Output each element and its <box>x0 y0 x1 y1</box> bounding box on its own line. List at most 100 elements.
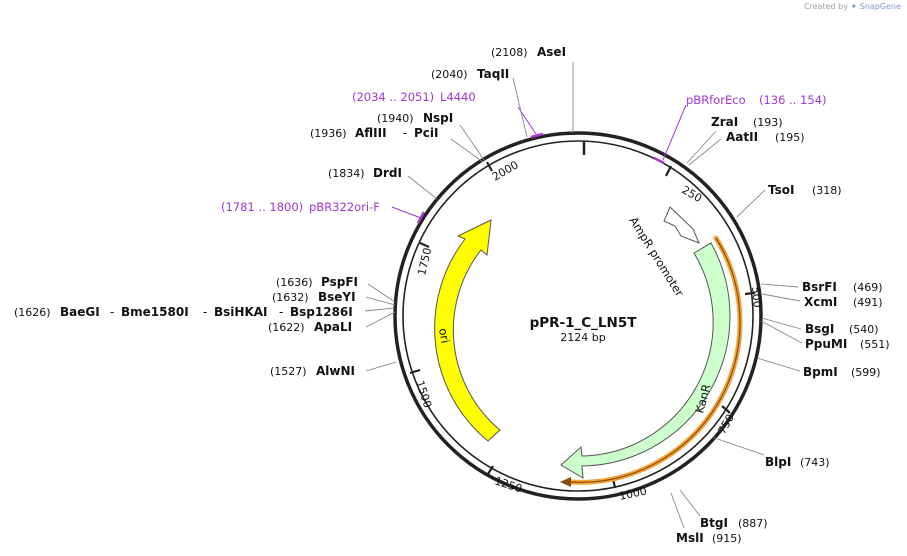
enzyme-aatii[interactable]: AatII (195) <box>726 130 805 144</box>
drdi-name: DrdI <box>373 166 402 180</box>
bsp1286i-name: Bsp1286I <box>290 305 353 319</box>
primer-pbrforeco[interactable] <box>653 104 687 165</box>
bsrfi-name: BsrFI <box>802 280 837 294</box>
enzyme-afliii-pcii[interactable]: (1936) AflIII - PciI <box>310 126 439 140</box>
snapgene-credit: Created by ✦ SnapGene <box>804 2 901 11</box>
snapgene-logo-icon: ✦ <box>850 2 858 11</box>
msli-pos: (915) <box>712 532 742 545</box>
tick-label-750: 750 <box>715 412 737 437</box>
feature-ori[interactable]: ori <box>434 219 501 442</box>
l4440-range: (2034 .. 2051) <box>352 90 434 104</box>
enzyme-msli[interactable]: MslI (915) <box>676 531 742 545</box>
bpmi-pos: (599) <box>851 366 881 379</box>
apali-pos: (1622) <box>268 321 305 334</box>
pspfi-name: PspFI <box>321 275 358 289</box>
ppumi-pos: (551) <box>860 338 890 351</box>
pbr322ori-name: pBR322ori-F <box>309 200 380 214</box>
primer-pbrforeco-label: pBRforEco (136 .. 154) <box>686 93 827 107</box>
zrai-name: ZraI <box>711 115 738 129</box>
xcmi-pos: (491) <box>853 296 883 309</box>
sep-3: - <box>279 305 283 319</box>
pspfi-pos: (1636) <box>276 276 313 289</box>
zrai-pos: (193) <box>753 116 783 129</box>
enzyme-blpi[interactable]: BlpI (743) <box>765 455 830 469</box>
enzyme-xcmi[interactable]: XcmI (491) <box>804 295 883 309</box>
bseyi-name: BseYI <box>318 290 356 304</box>
asei-name: AseI <box>537 45 566 59</box>
nspi-name: NspI <box>423 111 453 125</box>
enzyme-asei[interactable]: (2108) AseI <box>491 45 566 59</box>
taqii-pos: (2040) <box>431 68 468 81</box>
primer-pbr322ori[interactable] <box>391 206 426 224</box>
sep-1: - <box>110 305 114 319</box>
msli-name: MslI <box>676 531 704 545</box>
bseyi-pos: (1632) <box>272 291 309 304</box>
xcmi-name: XcmI <box>804 295 837 309</box>
bsrfi-pos: (469) <box>853 281 883 294</box>
bpmi-name: BpmI <box>803 365 838 379</box>
enzyme-pspfi[interactable]: (1636) PspFI <box>276 275 358 289</box>
enzyme-bsrfi[interactable]: BsrFI (469) <box>802 280 883 294</box>
enzyme-bsgi[interactable]: BsgI (540) <box>805 322 879 336</box>
aatii-pos: (195) <box>775 131 805 144</box>
bsgi-name: BsgI <box>805 322 834 336</box>
tick-label-1000: 1000 <box>618 484 648 503</box>
alwni-name: AlwNI <box>316 364 355 378</box>
pbr322ori-range: (1781 .. 1800) <box>221 200 303 214</box>
plasmid-size: 2124 bp <box>560 331 605 344</box>
ori-label: ori <box>436 327 452 344</box>
taqii-name: TaqII <box>477 67 509 81</box>
blpi-pos: (743) <box>800 456 830 469</box>
plasmid-name: pPR-1_C_LN5T <box>530 315 638 331</box>
enzyme-taqii[interactable]: (2040) TaqII <box>431 67 509 81</box>
bme1580i-name: Bme1580I <box>121 305 189 319</box>
credit-prefix: Created by <box>803 2 848 11</box>
enzyme-nspi[interactable]: (1940) NspI <box>377 111 453 125</box>
pbrforeco-name: pBRforEco <box>686 93 746 107</box>
feature-kanr[interactable]: KanR <box>560 242 731 479</box>
aatii-name: AatII <box>726 130 758 144</box>
pbrforeco-range: (136 .. 154) <box>759 93 827 107</box>
enzyme-drdi[interactable]: (1834) DrdI <box>328 166 402 180</box>
blpi-name: BlpI <box>765 455 791 469</box>
baegi-name: BaeGI <box>60 305 100 319</box>
ppumi-name: PpuMI <box>805 337 847 351</box>
kanr-label: KanR <box>692 382 713 414</box>
enzyme-btgi[interactable]: BtgI (887) <box>700 516 768 530</box>
nspi-pos: (1940) <box>377 112 414 125</box>
btgi-pos: (887) <box>738 517 768 530</box>
bsihkai-name: BsiHKAI <box>214 305 268 319</box>
apali-name: ApaLI <box>314 320 352 334</box>
l4440-name: L4440 <box>440 90 476 104</box>
enzyme-alwni[interactable]: (1527) AlwNI <box>270 364 355 378</box>
enzyme-tsoi[interactable]: TsoI (318) <box>768 183 842 197</box>
pcii-name: PciI <box>414 126 439 140</box>
primer-l4440[interactable] <box>517 106 544 139</box>
tick-label-1250: 1250 <box>493 474 524 495</box>
tick-label-250: 250 <box>680 183 705 205</box>
enzyme-bseyi[interactable]: (1632) BseYI <box>272 290 356 304</box>
afliii-pos: (1936) <box>310 127 347 140</box>
alwni-pos: (1527) <box>270 365 307 378</box>
enzyme-bpmi[interactable]: BpmI (599) <box>803 365 881 379</box>
tick-label-1750: 1750 <box>415 246 434 276</box>
enzyme-apali[interactable]: (1622) ApaLI <box>268 320 352 334</box>
enzyme-ppumi[interactable]: PpuMI (551) <box>805 337 890 351</box>
tick-label-500: 500 <box>749 286 764 308</box>
asei-pos: (2108) <box>491 46 528 59</box>
afliii-sep: - <box>403 126 407 140</box>
baegi-pos: (1626) <box>14 306 51 319</box>
enzyme-baegi-group[interactable]: (1626) BaeGI - Bme1580I - BsiHKAI - Bsp1… <box>14 305 353 319</box>
tsoi-name: TsoI <box>768 183 794 197</box>
bsgi-pos: (540) <box>849 323 879 336</box>
backbone <box>393 131 763 501</box>
feature-ampr-promoter[interactable]: AmpR promoter <box>626 206 700 299</box>
primer-pbr322ori-label: (1781 .. 1800) pBR322ori-F <box>221 200 380 214</box>
enzyme-zrai[interactable]: ZraI (193) <box>711 115 783 129</box>
drdi-pos: (1834) <box>328 167 365 180</box>
btgi-name: BtgI <box>700 516 728 530</box>
afliii-name: AflIII <box>355 126 387 140</box>
credit-brand: SnapGene <box>859 2 901 11</box>
kanr-highlight-arc <box>560 235 743 487</box>
